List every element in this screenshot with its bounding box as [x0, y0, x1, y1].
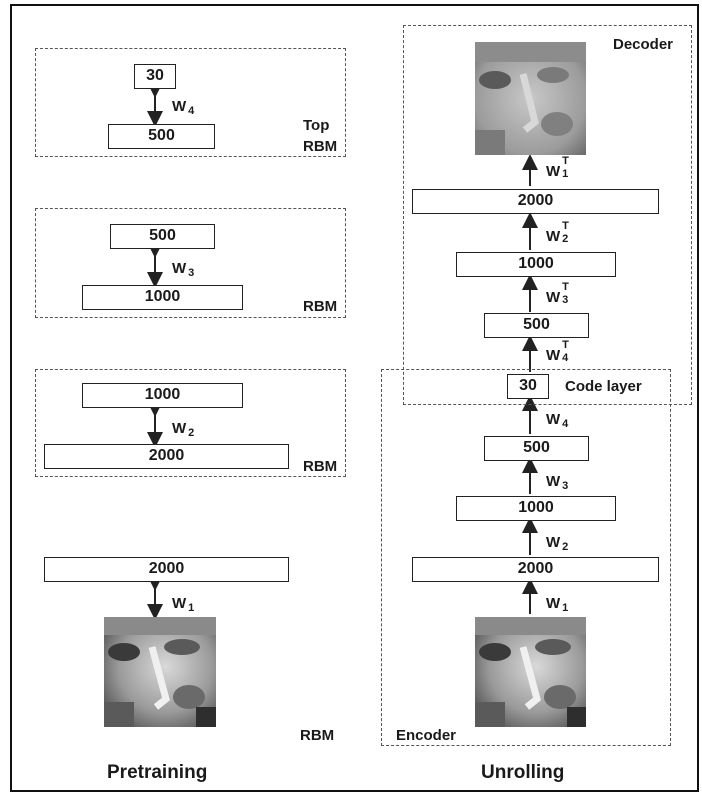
layer-2000-pre: 2000 [44, 444, 289, 469]
caption-unrolling: Unrolling [481, 762, 564, 784]
rbm-label-2: RBM [303, 458, 337, 475]
code-layer-30: 30 [507, 374, 549, 399]
layer-500-pre-2: 500 [110, 224, 215, 249]
layer-500-enc: 500 [484, 436, 589, 461]
layer-500-pre: 500 [108, 124, 215, 149]
layer-1000-pre: 1000 [82, 285, 243, 310]
top-label: Top [303, 117, 329, 134]
face-image-encoder [475, 617, 586, 727]
decoder-label: Decoder [613, 36, 673, 53]
code-layer-label: Code layer [565, 378, 642, 395]
face-image-pretraining [104, 617, 216, 727]
encoder-label: Encoder [396, 727, 456, 744]
layer-1000-enc: 1000 [456, 496, 616, 521]
layer-1000-pre-2: 1000 [82, 383, 243, 408]
face-image-decoder [475, 42, 586, 155]
layer-2000-enc: 2000 [412, 557, 659, 582]
layer-30-pre: 30 [134, 64, 176, 89]
layer-500-dec: 500 [484, 313, 589, 338]
rbm-label-3: RBM [303, 298, 337, 315]
caption-pretraining: Pretraining [107, 762, 207, 784]
layer-2000-dec: 2000 [412, 189, 659, 214]
layer-2000-pre-2: 2000 [44, 557, 289, 582]
rbm-label-1: RBM [300, 727, 334, 744]
rbm-label-top: RBM [303, 138, 337, 155]
layer-1000-dec: 1000 [456, 252, 616, 277]
